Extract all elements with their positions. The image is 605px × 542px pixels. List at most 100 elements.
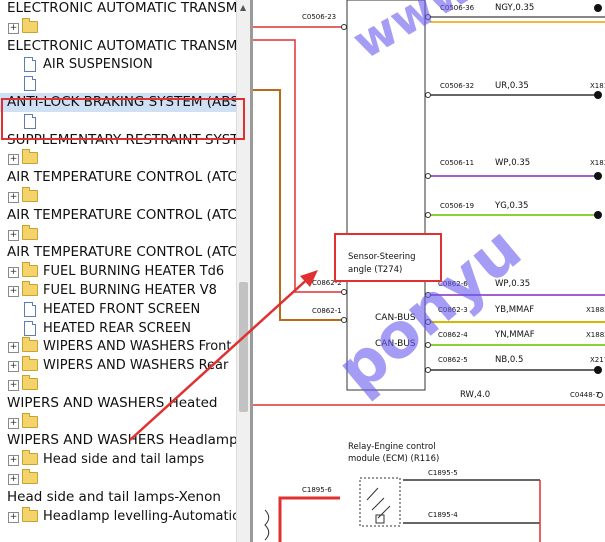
tree-item[interactable]: ELECTRONIC AUTOMATIC TRANSMI [0, 37, 236, 56]
connector-label: C0506-11 [440, 159, 474, 167]
connector-label: X183 [590, 159, 605, 167]
expand-plus-icon[interactable]: + [8, 361, 19, 373]
tree-folder-row[interactable] [0, 112, 236, 131]
expand-plus-icon[interactable]: + [8, 511, 19, 523]
tree-item[interactable]: + FUEL BURNING HEATER Td6 [0, 262, 236, 281]
tree-item[interactable]: + Headlamp levelling-Automatic [0, 506, 237, 526]
tree-item-label: WIPERS AND WASHERS Headlamps [7, 432, 237, 449]
tree-item[interactable]: AIR TEMPERATURE CONTROL (ATC) [0, 206, 236, 225]
junction-dot [594, 211, 602, 219]
expand-plus-icon[interactable]: + [8, 286, 19, 297]
folder-icon [22, 337, 38, 353]
relay-coil [375, 514, 385, 524]
connector-dot [597, 392, 603, 398]
tree-item[interactable]: ELECTRONIC AUTOMATIC TRANSMI [0, 0, 236, 18]
expand-plus-icon[interactable]: + [8, 267, 19, 279]
connector-label: C0448-7 [570, 391, 600, 399]
expand-plus-icon[interactable]: + [8, 22, 19, 34]
folder-icon [22, 17, 38, 33]
tree-item-label: Headlamp levelling-Automatic [43, 508, 237, 524]
connector-label: C0506-23 [302, 13, 336, 21]
connector-label: C0862-1 [312, 307, 342, 315]
junction-dot [594, 366, 602, 374]
tree-folder-row[interactable] [0, 74, 236, 93]
expand-plus-icon[interactable]: + [8, 192, 19, 203]
connector-dot [425, 319, 431, 325]
connector-dot [425, 92, 431, 98]
connector-label: C0862-3 [438, 306, 468, 314]
folder-icon [22, 412, 38, 428]
wire-label: WP,0.35 [495, 158, 530, 168]
expand-plus-icon[interactable]: + [8, 229, 19, 241]
tree-scrollbar[interactable]: ▲ [236, 0, 251, 542]
tree-item-label: FUEL BURNING HEATER Td6 [43, 264, 225, 280]
tree-folder-row[interactable]: + [0, 149, 236, 168]
tree-item[interactable]: Head side and tail lamps-Xenon [0, 488, 236, 507]
tree-item[interactable]: HEATED REAR SCREEN [0, 319, 236, 338]
expand-plus-icon[interactable]: + [8, 342, 19, 354]
control-module-body [346, 0, 426, 391]
navigation-tree: ELECTRONIC AUTOMATIC TRANSMI + ELECTRONIC … [0, 0, 237, 542]
scrollbar-thumb[interactable] [239, 282, 248, 412]
document-icon [24, 301, 36, 317]
tree-item[interactable]: + WIPERS AND WASHERS Rear [0, 356, 236, 375]
tree-folder-row[interactable]: + [0, 187, 236, 206]
connector-label: X217 [590, 356, 605, 364]
folder-icon [22, 187, 38, 202]
connector-dot [341, 289, 347, 295]
tree-item-label: Head side and tail lamps-Xenon [7, 488, 221, 505]
sensor-label-line2: angle (T274) [348, 265, 402, 275]
wire-label: RW,4.0 [460, 390, 490, 400]
tree-item[interactable]: AIR TEMPERATURE CONTROL (ATC) [0, 168, 236, 187]
connector-label: C1895-4 [428, 511, 458, 519]
sensor-label-line1: Sensor-Steering [348, 252, 416, 262]
tree-folder-row[interactable]: + [0, 224, 236, 244]
folder-icon [22, 281, 38, 296]
tree-item-label: HEATED REAR SCREEN [43, 320, 191, 336]
tree-item[interactable]: +Head side and tail lamps [0, 450, 236, 469]
wire-label: WP,0.35 [495, 279, 530, 289]
connector-label: C0862-6 [438, 280, 468, 288]
junction-dot [594, 4, 602, 12]
tree-item[interactable]: +FUEL BURNING HEATER V8 [0, 281, 236, 300]
connector-label: C0862-4 [438, 331, 468, 339]
tree-folder-row[interactable]: + [0, 17, 236, 37]
tree-item[interactable]: AIR TEMPERATURE CONTROL (ATC) [0, 243, 236, 262]
connector-label: C0506-32 [440, 82, 474, 90]
expand-plus-icon[interactable]: + [8, 154, 19, 166]
tree-folder-row[interactable]: + [0, 375, 236, 394]
tree-item-label: AIR TEMPERATURE CONTROL (ATC) [7, 244, 237, 261]
scroll-up-arrow-icon[interactable]: ▲ [240, 3, 247, 12]
tree-folder-row[interactable]: + [0, 412, 236, 432]
expand-plus-icon[interactable]: + [8, 380, 19, 391]
expand-plus-icon[interactable]: + [8, 417, 19, 429]
wire-label: NB,0.5 [495, 355, 523, 365]
document-icon [24, 57, 36, 73]
connector-dot [425, 14, 431, 20]
connector-label: C0506-36 [440, 4, 475, 12]
connector-label: C0862-5 [438, 356, 468, 364]
tree-folder-row[interactable]: + [0, 469, 236, 488]
tree-item[interactable]: AIR SUSPENSION [0, 55, 236, 74]
tree-item[interactable]: WIPERS AND WASHERS Headlamps [0, 431, 236, 450]
pane-splitter[interactable] [250, 0, 253, 542]
connector-label: C1895-6 [302, 486, 332, 494]
tree-item-label: WIPERS AND WASHERS Heated [7, 394, 218, 411]
tree-item[interactable]: HEATED FRONT SCREEN [0, 300, 236, 319]
wire-label: YN,MMAF [494, 330, 535, 340]
wire-break-symbol [264, 509, 270, 541]
tree-item[interactable]: +WIPERS AND WASHERS Front [0, 337, 236, 356]
connector-label: C0506-19 [440, 202, 474, 210]
junction-dot [594, 172, 602, 180]
relay-contacts [366, 487, 391, 519]
connector-dot [425, 292, 431, 298]
connector-dot [425, 367, 431, 373]
folder-icon [22, 375, 38, 390]
tree-item[interactable]: WIPERS AND WASHERS Heated [0, 394, 236, 413]
folder-icon [22, 149, 38, 165]
folder-icon [22, 224, 38, 240]
tree-item-label: WIPERS AND WASHERS Rear [43, 358, 229, 374]
relay-label: Relay-Engine control [348, 442, 436, 452]
expand-plus-icon[interactable]: + [8, 455, 19, 467]
expand-plus-icon[interactable]: + [8, 474, 19, 485]
